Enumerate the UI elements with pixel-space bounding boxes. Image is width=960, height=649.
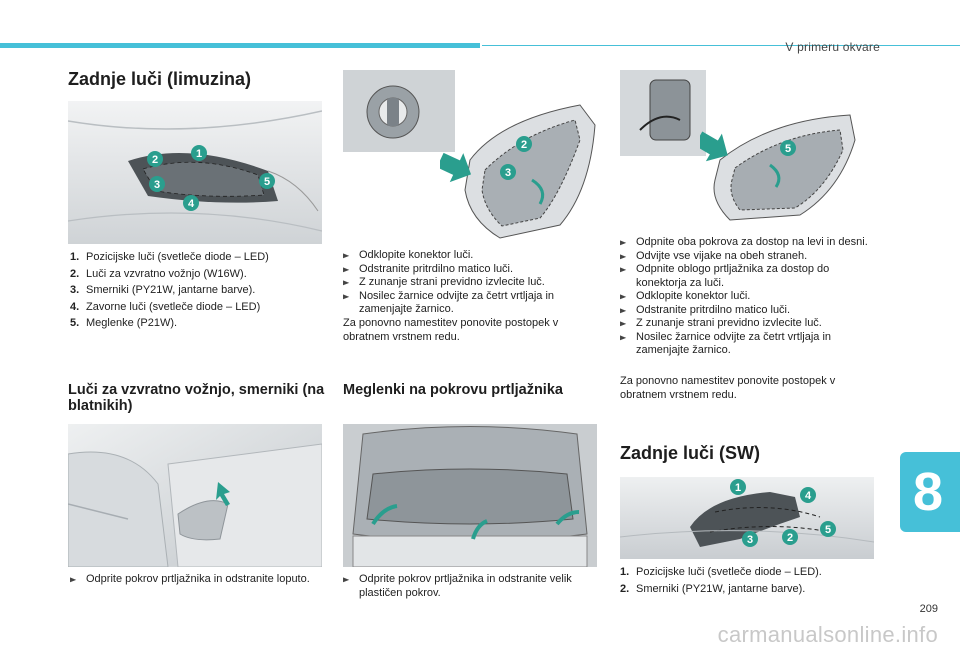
svg-text:2: 2 [521,139,527,151]
trunk-trim-inset [620,70,706,156]
svg-text:4: 4 [805,490,812,502]
list-item: 2.Smerniki (PY21W, jantarne barve). [620,582,806,595]
sedan-bulb-list: 1.Pozicijske luči (svetleče diode – LED)… [70,249,320,332]
right-note: Za ponovno namestitev ponovite postopek … [620,375,836,401]
sw-rear-lights-illustration: 1 4 5 3 2 [620,477,874,559]
svg-text:1: 1 [196,148,202,160]
middle-steps: Odklopite konektor luči. Odstranite prit… [343,249,593,317]
list-item: Odvijte vse vijake na obeh straneh. [620,250,870,264]
list-item: 3.Smerniki (PY21W, jantarne barve). [70,284,256,296]
list-item: Odpnite oba pokrova za dostop na levi in… [620,236,870,250]
list-item: Odprite pokrov prtljažnika in odstranite… [70,573,320,587]
svg-text:2: 2 [152,154,158,166]
list-item: Odstranite pritrdilno matico luči. [620,304,870,318]
list-item: 1.Pozicijske luči (svetleče diode – LED)… [620,566,822,578]
sw-bulb-list: 1.Pozicijske luči (svetleče diode – LED)… [620,564,880,597]
watermark: carmanualsonline.info [717,622,938,647]
middle-badges: 2 3 [500,136,532,180]
sw-lamp-removal-illustration: 5 [700,110,860,225]
list-item: 1.Pozicijske luči (svetleče diode – LED) [70,251,269,263]
sw-badges: 1 4 5 3 2 [730,479,836,547]
list-item: 2.Luči za vzvratno vožnjo (W16W). [70,267,247,280]
bulb-holder-inset [343,70,455,152]
right-steps: Odpnite oba pokrova za dostop na levi in… [620,236,870,358]
middle-note: Za ponovno namestitev ponovite postopek … [343,317,559,343]
sw-removal-badges: 5 [780,140,796,156]
list-item: Z zunanje strani previdno izvlecite luč. [343,276,593,290]
tailgate-cover-illustration [343,424,597,567]
list-item: Z zunanje strani previdno izvlecite luč. [620,317,870,331]
list-item: Odklopite konektor luči. [343,249,593,263]
svg-text:1: 1 [735,482,741,494]
list-item: Odprite pokrov prtljažnika in odstranite… [343,573,598,600]
reversing-lights-title: Luči za vzvratno vožnjo, smerniki (na bl… [68,382,325,414]
fog-steps: Odprite pokrov prtljažnika in odstranite… [343,573,598,600]
chapter-tab: 8 [900,452,960,532]
list-item: Nosilec žarnice odvijte za četrt vrtljaj… [343,290,593,317]
reversing-steps: Odprite pokrov prtljažnika in odstranite… [70,573,320,587]
svg-text:5: 5 [264,176,270,188]
svg-text:3: 3 [747,534,753,546]
svg-text:5: 5 [825,524,831,536]
chapter-header-title: V primeru okvare [785,40,880,54]
list-item: Odpnite oblogo prtljažnika za dostop do … [620,263,870,290]
list-item: 5.Meglenke (P21W). [70,317,178,329]
svg-text:4: 4 [188,198,195,210]
sedan-rear-lights-illustration: 1 2 3 4 5 [68,101,322,244]
list-item: Odstranite pritrdilno matico luči. [343,263,593,277]
header-rule [482,45,960,46]
list-item: Nosilec žarnice odvijte za četrt vrtljaj… [620,331,870,358]
svg-text:2: 2 [787,532,793,544]
sedan-lamp-removal-illustration: 2 3 [440,100,600,240]
list-item: 4.Zavorne luči (svetleče diode – LED) [70,300,261,313]
sedan-rear-lights-title: Zadnje luči (limuzina) [68,69,252,89]
sw-rear-lights-title: Zadnje luči (SW) [620,443,761,463]
page-number: 209 [919,603,938,615]
svg-text:3: 3 [154,179,160,191]
svg-text:5: 5 [785,143,791,155]
fog-lights-title: Meglenki na pokrovu prtljažnika [343,382,563,398]
list-item: Odklopite konektor luči. [620,290,870,304]
svg-text:3: 3 [505,167,511,179]
fender-flap-illustration [68,424,322,567]
sedan-badges: 1 2 3 4 5 [147,145,275,211]
header-accent-bar [0,43,480,48]
